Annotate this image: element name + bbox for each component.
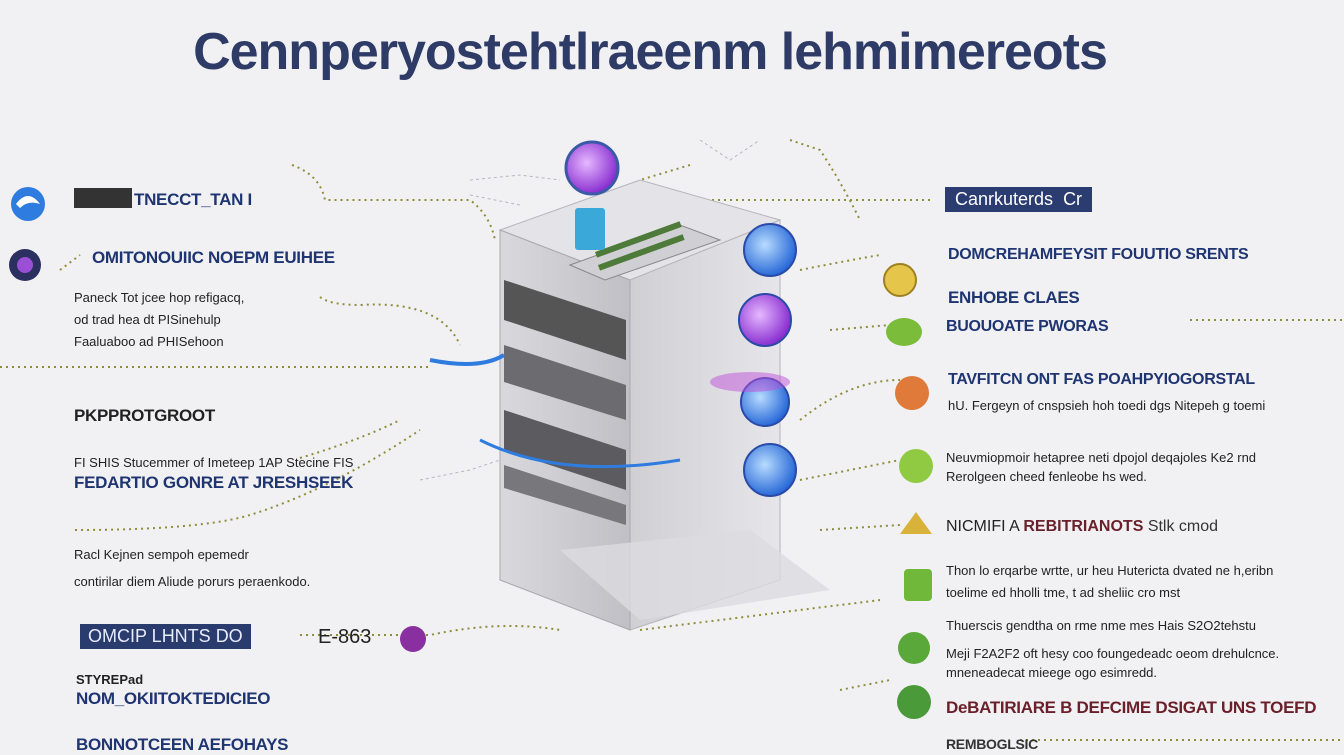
left-item-6-label: BONNOTCEEN AEFOHAYS	[76, 735, 289, 754]
right-item-4-label: TAVFITCN ONT FAS POAHPYIOGORSTAL	[948, 371, 1255, 388]
right-item-3-label: BUOUOATE PWORAS	[946, 318, 1109, 335]
right-item-6-label-c: Stlk cmod	[1147, 518, 1219, 535]
left-item-3-label-2: FEDARTIO GONRE AT JRESHSEEK	[74, 473, 354, 492]
green-badge-icon	[897, 685, 931, 719]
left-item-5-small: STYREPad	[76, 672, 144, 687]
page-title: Cennperyostehtlraeenm lehmimereots	[193, 23, 1108, 81]
right-item-7-body-1: Thuerscis gendtha on rme nme mes Hais S2…	[946, 618, 1256, 633]
left-pill-value: E-863	[318, 626, 372, 648]
globe-icon	[9, 249, 41, 281]
left-item-1-label: TNECCT_TAN I	[134, 190, 252, 209]
green-clock-icon	[899, 449, 933, 483]
gold-handshake-icon	[900, 512, 932, 534]
edge-icon	[11, 187, 45, 221]
right-item-8-label: DeBATIRIARE B DEFCIME DSIGAT UNS TOEFD	[946, 698, 1317, 717]
purple-orb-icon	[400, 626, 426, 652]
left-item-2-body-1: Paneck Tot jcee hop refigacq,	[74, 290, 245, 305]
left-item-3-label: PKPPROTGROOT	[74, 406, 215, 425]
right-item-6-body-1: Thon lo erqarbe wrtte, ur heu Hutericta …	[946, 563, 1274, 578]
right-tag-text: Canrkuterds	[955, 189, 1054, 209]
right-item-2-label: ENHOBE CLAES	[948, 288, 1080, 307]
right-item-5-body-1: Neuvmiopmoir hetapree neti dpojol deqajo…	[946, 450, 1257, 465]
right-item-7-body-3: mneneadecat mieege ogo esimredd.	[946, 665, 1158, 680]
left-pill-label: OMCIP LHNTS DO	[80, 624, 251, 649]
left-item-4-body-2: contirilar diem Aliude porurs peraenkodo…	[74, 574, 311, 589]
left-item-2-body-3: Faaluaboo ad PHISehoon	[74, 334, 224, 349]
right-tag-suffix: Cr	[1063, 189, 1083, 209]
orange-orb-icon	[895, 376, 929, 410]
right-item-6-label: NICMIFI A REBITRIANOTS Stlk cmod	[946, 518, 1218, 536]
green-leaf-icon	[886, 318, 922, 346]
right-item-6-body-2: toelime ed hholli tme, t ad sheliic cro …	[946, 585, 1181, 600]
right-item-7-body-2: Meji F2A2F2 oft hesy coo foungedeadc oeo…	[946, 646, 1280, 661]
left-item-4-body-1: Racl Kejnen sempoh epemedr	[74, 547, 249, 562]
left-item-2-body-2: od trad hea dt PISinehulp	[74, 312, 221, 327]
right-item-5-body-2: Rerolgeen cheed fenleobe hs wed.	[946, 469, 1147, 484]
left-item-2-label: OMITONOUIIC NOEPM EUIHEE	[92, 248, 335, 267]
right-tag-label: Canrkuterds Cr	[945, 187, 1093, 212]
left-item-3-body: FI SHIS Stucemmer of Imeteep 1AP Stecine…	[74, 455, 354, 470]
green-gear-icon	[898, 632, 930, 664]
right-item-6-label-a: NICMIFI A	[946, 518, 1019, 535]
left-item-5-label: NOM_OKIITOKTEDICIEO	[76, 689, 271, 708]
label-bar	[74, 188, 132, 208]
green-doc-icon	[904, 569, 932, 601]
right-item-1-label: DOMCREHAMFEYSIT FOUUTIO SRENTS	[948, 246, 1249, 263]
right-item-4-body: hU. Fergeyn of cnspsieh hoh toedi dgs Ni…	[948, 398, 1266, 413]
right-item-6-label-b: REBITRIANOTS	[1023, 518, 1144, 535]
right-item-9-label: REMBOGLSIC	[946, 736, 1038, 752]
gold-coin-icon	[883, 263, 917, 297]
server-cabinet-icon	[429, 140, 830, 631]
